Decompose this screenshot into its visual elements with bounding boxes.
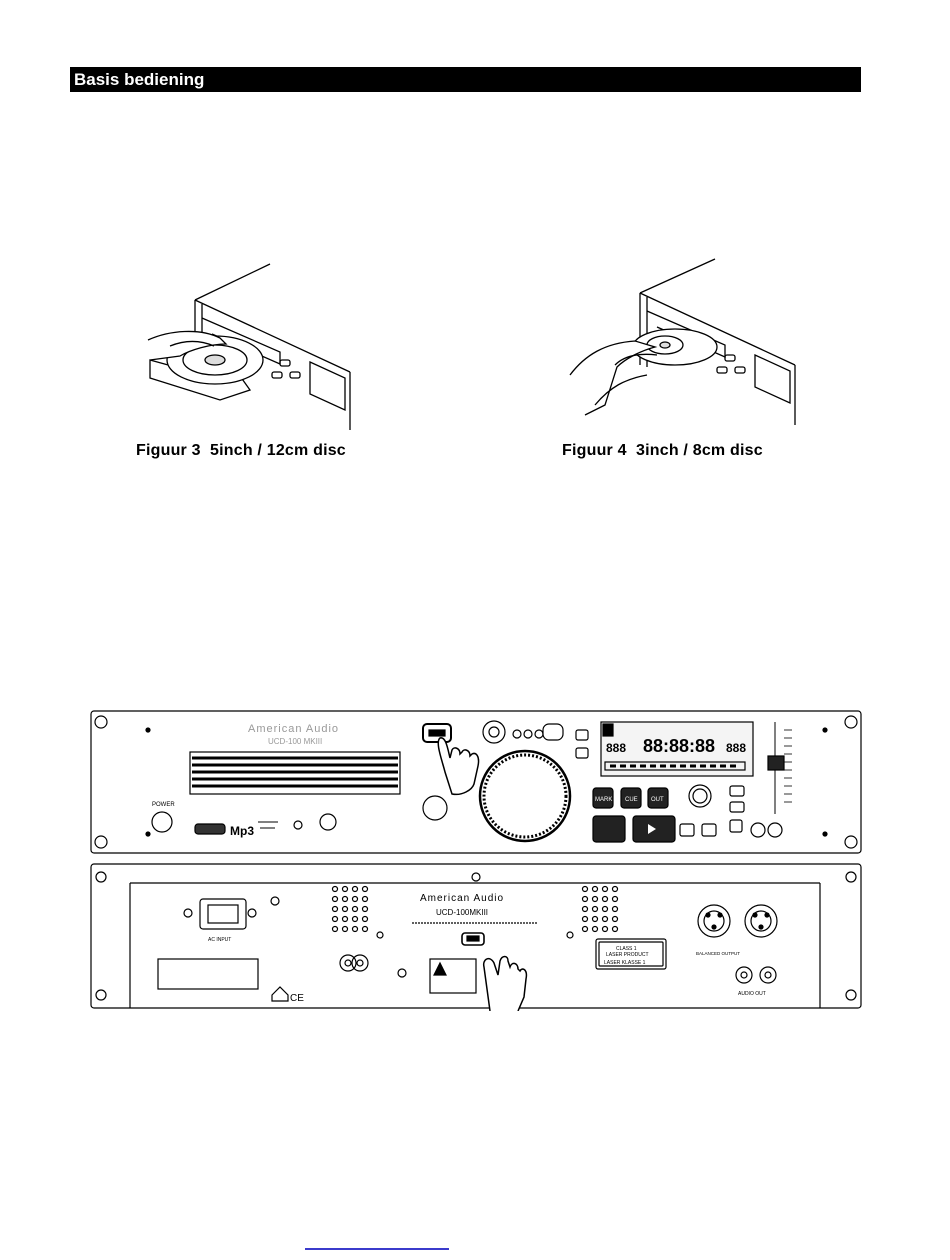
front-panel-illustration: American Audio UCD-100 MKIII POWER Mp3 8… xyxy=(90,710,862,856)
svg-text:CE: CE xyxy=(290,993,304,1004)
rear-brand: American Audio xyxy=(420,893,504,904)
front-model: UCD-100 MKIII xyxy=(268,737,322,746)
audio-out-label: AUDIO OUT xyxy=(738,991,766,997)
laser-label-3: LASER KLASSE 1 xyxy=(604,960,646,966)
figure-3-caption: Figuur 3 5inch / 12cm disc xyxy=(136,442,346,460)
figure-4-caption: Figuur 4 3inch / 8cm disc xyxy=(562,442,763,460)
rear-panel-illustration: AC INPUT CE American Audio UCD-100MKIII xyxy=(90,863,862,1011)
mp3-label: Mp3 xyxy=(230,824,254,838)
cue-button-label: CUE xyxy=(625,797,638,803)
laser-label-2: LASER PRODUCT xyxy=(606,952,649,958)
section-title: Basis bediening xyxy=(70,67,861,92)
power-label: POWER xyxy=(152,802,175,808)
svg-text:888: 888 xyxy=(726,741,746,755)
figure-3-illustration xyxy=(140,260,380,430)
power-button xyxy=(152,812,172,832)
footer-link-underline[interactable] xyxy=(305,1248,449,1250)
figure-4-illustration xyxy=(565,255,805,425)
svg-text:888: 888 xyxy=(606,741,626,755)
rear-model: UCD-100MKIII xyxy=(436,908,488,917)
lcd-time: 88:88:88 xyxy=(643,736,715,756)
ac-input-label: AC INPUT xyxy=(208,937,231,943)
front-brand: American Audio xyxy=(248,723,339,735)
mark-button-label: MARK xyxy=(595,797,612,803)
balanced-label: BALANCED OUTPUT xyxy=(696,951,740,956)
out-button-label: OUT xyxy=(651,797,664,803)
